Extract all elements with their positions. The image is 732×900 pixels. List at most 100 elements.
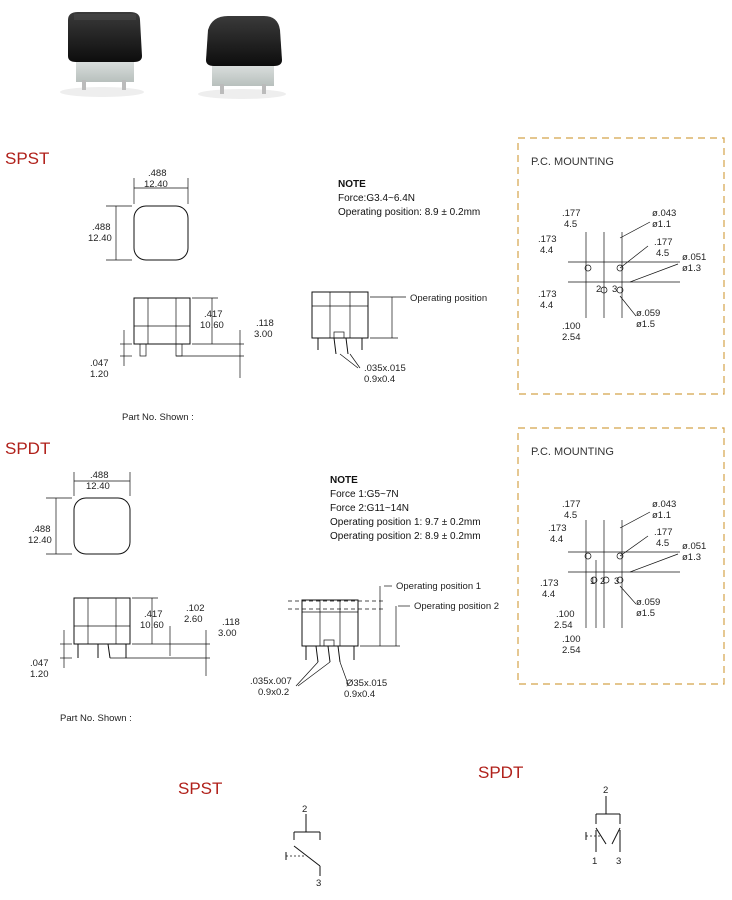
spdt-travel-mm: 3.00 [218,628,237,639]
spdt-top-width-in: .488 [90,470,109,481]
product-photo-2 [198,16,286,99]
spst-pc-b-mm: ø1.1 [652,219,671,230]
spdt-pc-title: P.C. MOUNTING [531,446,614,458]
spdt-part-shown: Part No. Shown : [60,713,132,724]
spst-side-height-mm: 10.60 [200,320,224,331]
spdt-pin-a-mm: 0.9x0.2 [258,687,289,698]
spst-pin-dim-in: .035x.015 [364,363,406,374]
spst-top-height-mm: 12.40 [88,233,112,244]
spst-op-label: Operating position [410,293,487,304]
spdt-pc-d-mm: 4.5 [656,538,669,549]
spdt-side-height-mm: 10.60 [140,620,164,631]
spdt-pc-c-in: .173 [548,523,567,534]
spst-pc-title: P.C. MOUNTING [531,156,614,168]
spst-pc-e-mm: ø1.3 [682,263,701,274]
spdt-pin-mm: 1.20 [30,669,49,680]
spdt-schematic-symbol [585,796,621,852]
spdt-note-line-1: Force 1:G5~7N [330,489,399,500]
schematic-spst-title: SPST [178,779,222,798]
spdt-travel-in: .118 [222,617,240,628]
spst-title: SPST [5,149,49,168]
spdt-pc-footprint [568,511,680,628]
spst-pc-c-mm: 4.4 [540,245,553,256]
spst-pc-g-in: ø.059 [636,308,660,319]
spst-top-width-mm: 12.40 [144,179,168,190]
spdt-pc-h-in: .100 [556,609,575,620]
spdt-pin-a-in: .035x.007 [250,676,292,687]
spst-pc-pin-2: 2 [596,284,601,295]
spdt-mid-mm: 2.60 [184,614,203,625]
spdt-schematic-pin-2: 2 [603,785,608,796]
spst-pc-d-mm: 4.5 [656,248,669,259]
spdt-top-height-in: .488 [32,524,51,535]
spdt-pc-mounting-frame [517,427,725,685]
spst-pc-a-in: .177 [562,208,581,219]
spst-part-shown: Part No. Shown : [122,412,194,423]
spdt-pc-h-mm: 2.54 [554,620,573,631]
spdt-title: SPDT [5,439,50,458]
spst-pc-pin-3: 3 [612,284,617,295]
spst-pc-footprint [568,221,680,318]
spst-pin-dim-mm: 0.9x0.4 [364,374,395,385]
spdt-note-line-2: Force 2:G11~14N [330,503,409,514]
spdt-side-height-in: .417 [144,609,163,620]
spst-top-width-in: .488 [148,168,167,179]
spdt-pc-e-in: ø.051 [682,541,706,552]
spdt-note-line-4: Operating position 2: 8.9 ± 0.2mm [330,531,481,542]
spdt-pc-b-mm: ø1.1 [652,510,671,521]
spdt-pc-c-mm: 4.4 [550,534,563,545]
spst-pc-d-in: .177 [654,237,673,248]
spdt-pc-i-in: .100 [562,634,581,645]
spdt-side-view [60,597,210,676]
spdt-top-height-mm: 12.40 [28,535,52,546]
spdt-pin-in: .047 [30,658,49,669]
spst-note-line-2: Operating position: 8.9 ± 0.2mm [338,207,480,218]
spdt-pc-pin-2: 2 [600,576,605,587]
spdt-mid-in: .102 [186,603,205,614]
spst-schematic-pin-3: 3 [316,878,321,889]
spst-pc-g-mm: ø1.5 [636,319,655,330]
spst-pc-f-in: .173 [538,289,557,300]
spst-note-title: NOTE [338,179,366,190]
spdt-schematic-pin-3: 3 [616,856,621,867]
spst-top-height-in: .488 [92,222,111,233]
spdt-op-label-1: Operating position 1 [396,581,481,592]
spst-travel-mm: 3.00 [254,329,273,340]
spst-top-view [106,178,189,261]
spst-pc-h-in: .100 [562,321,581,332]
spst-side-height-in: .417 [204,309,223,320]
spdt-pc-g-mm: ø1.5 [636,608,655,619]
spdt-op-label-2: Operating position 2 [414,601,499,612]
spst-travel-in: .118 [256,318,274,329]
spst-pin-in: .047 [90,358,109,369]
spdt-operating-view [288,585,410,687]
spst-schematic-pin-2: 2 [302,804,307,815]
spst-pc-b-in: ø.043 [652,208,676,219]
product-photo-1 [60,12,144,97]
spdt-top-view [46,472,131,555]
spdt-top-width-mm: 12.40 [86,481,110,492]
spst-pc-mounting-frame [517,137,725,395]
spst-pc-a-mm: 4.5 [564,219,577,230]
spdt-pc-d-in: .177 [654,527,673,538]
spst-pc-f-mm: 4.4 [540,300,553,311]
spdt-pc-f-mm: 4.4 [542,589,555,600]
spdt-schematic-pin-1: 1 [592,856,597,867]
spdt-pc-i-mm: 2.54 [562,645,581,656]
spst-note-line-1: Force:G3.4~6.4N [338,193,415,204]
spst-pc-c-in: .173 [538,234,557,245]
spdt-pc-pin-3: 3 [614,576,619,587]
spdt-pin-b-mm: 0.9x0.4 [344,689,375,700]
spdt-pc-b-in: ø.043 [652,499,676,510]
spdt-note-title: NOTE [330,475,358,486]
spdt-pc-f-in: .173 [540,578,559,589]
spst-schematic-symbol [285,814,321,876]
spst-pc-e-in: ø.051 [682,252,706,263]
spdt-pc-g-in: ø.059 [636,597,660,608]
spdt-pin-b-in: Ø35x.015 [346,678,387,689]
spst-pin-mm: 1.20 [90,369,109,380]
spst-operating-view [311,291,406,369]
spdt-pc-a-in: .177 [562,499,581,510]
spdt-pc-a-mm: 4.5 [564,510,577,521]
